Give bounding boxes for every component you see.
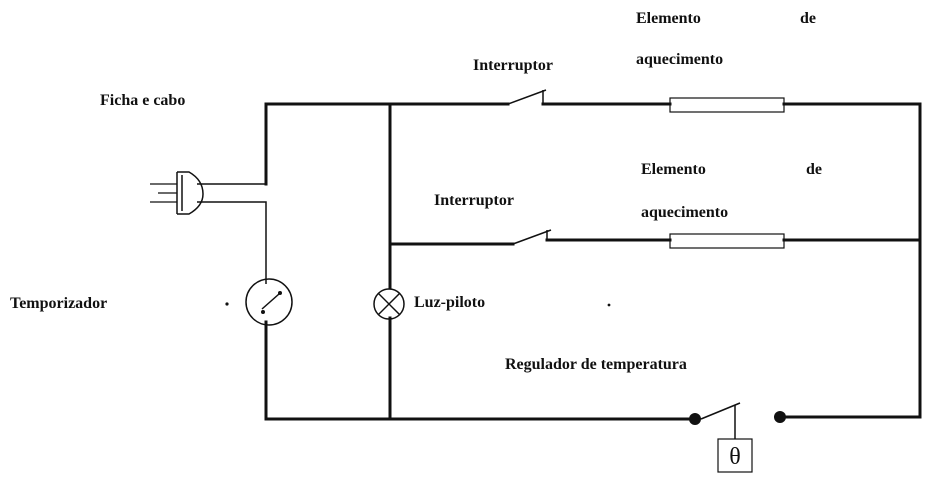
theta-symbol: θ bbox=[729, 444, 741, 470]
plug-label: Ficha e cabo bbox=[100, 92, 186, 109]
plug-icon bbox=[150, 171, 204, 215]
heater-top-label-line1: Elemento bbox=[636, 10, 701, 27]
heating-element-bottom bbox=[669, 233, 785, 249]
pilot-light-label: Luz-piloto bbox=[414, 294, 486, 311]
heater-bottom-label-de: de bbox=[806, 161, 822, 178]
stray-dot bbox=[607, 303, 611, 307]
switch-top-label: Interruptor bbox=[473, 57, 553, 74]
timer-marker-dot bbox=[225, 302, 229, 306]
heater-bottom-label-line1: Elemento bbox=[641, 161, 706, 178]
plug-neutral-wire bbox=[197, 201, 267, 284]
timer-icon bbox=[245, 278, 293, 326]
switch-bottom-icon bbox=[512, 229, 552, 245]
thermostat-label: Regulador de temperatura bbox=[505, 356, 687, 373]
switch-top-icon bbox=[507, 89, 547, 105]
heater-top-label-de: de bbox=[800, 10, 816, 27]
heating-element-top bbox=[669, 97, 785, 113]
heater-top-label-line2: aquecimento bbox=[636, 51, 724, 68]
heater-bottom-label-line2: aquecimento bbox=[641, 204, 729, 221]
switch-bottom-label: Interruptor bbox=[434, 192, 514, 209]
thermostat-switch-icon bbox=[689, 402, 786, 473]
pilot-light-icon bbox=[373, 288, 405, 320]
timer-label: Temporizador bbox=[10, 295, 108, 312]
